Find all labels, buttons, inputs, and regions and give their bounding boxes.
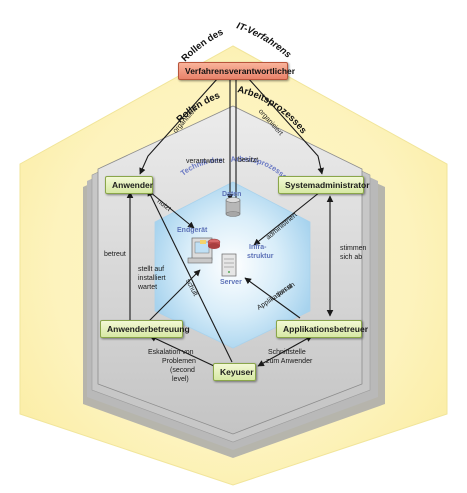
label-stellt-1: stellt auf — [138, 266, 165, 273]
edge-schult — [147, 189, 233, 363]
edge-organisiert-anwender — [139, 77, 219, 175]
router-icon — [207, 238, 221, 249]
label-eskalation-2: Problemen — [162, 358, 196, 365]
label-verantwortet: verantwortet — [186, 158, 225, 165]
role-keyuser[interactable]: Keyuser — [213, 363, 256, 381]
label-betreut: betreut — [104, 251, 126, 258]
desktop-computer-icon — [187, 237, 213, 264]
label-server: Server — [220, 279, 242, 286]
label-infrastruktur-2: struktur — [247, 253, 274, 260]
edge-eskalation — [149, 335, 215, 367]
label-besitzt: besitzt — [238, 157, 259, 164]
label-eskalation-1: Eskalation von — [148, 349, 194, 356]
database-icon — [225, 197, 241, 217]
server-icon — [221, 253, 237, 277]
role-anwender[interactable]: Anwender — [105, 176, 153, 194]
label-daten: Daten — [222, 191, 242, 198]
label-stellt-3: wartet — [138, 284, 158, 291]
edge-organisiert-sysadmin — [247, 77, 324, 175]
label-stimmen-2: sich ab — [340, 254, 363, 261]
label-stimmen-1: stimmen — [340, 245, 367, 252]
label-stellt-2: installiert — [138, 275, 166, 282]
label-schnittstelle-2: zum Anwender — [266, 358, 313, 365]
edge-passt — [244, 277, 301, 319]
label-eskalation-4: level) — [172, 376, 189, 383]
label-endgeraet: Endgerät — [177, 227, 208, 234]
role-verfahrensverantwortlicher[interactable]: Verfahrensverantwortlicher — [178, 62, 295, 80]
edge-administriert — [253, 191, 321, 246]
edge-schnittstelle — [257, 335, 313, 367]
role-applikationsbetreuer[interactable]: Applikationsbetreuer — [276, 320, 368, 338]
label-schnittstelle-1: Schnittstelle — [268, 349, 306, 356]
label-infrastruktur-1: Infra- — [249, 244, 267, 251]
role-anwenderbetreuung[interactable]: Anwenderbetreuung — [100, 320, 190, 338]
label-eskalation-3: (second — [170, 367, 195, 374]
edge-nutzt — [149, 191, 195, 229]
role-systemadministrator[interactable]: Systemadministrator — [278, 176, 370, 194]
